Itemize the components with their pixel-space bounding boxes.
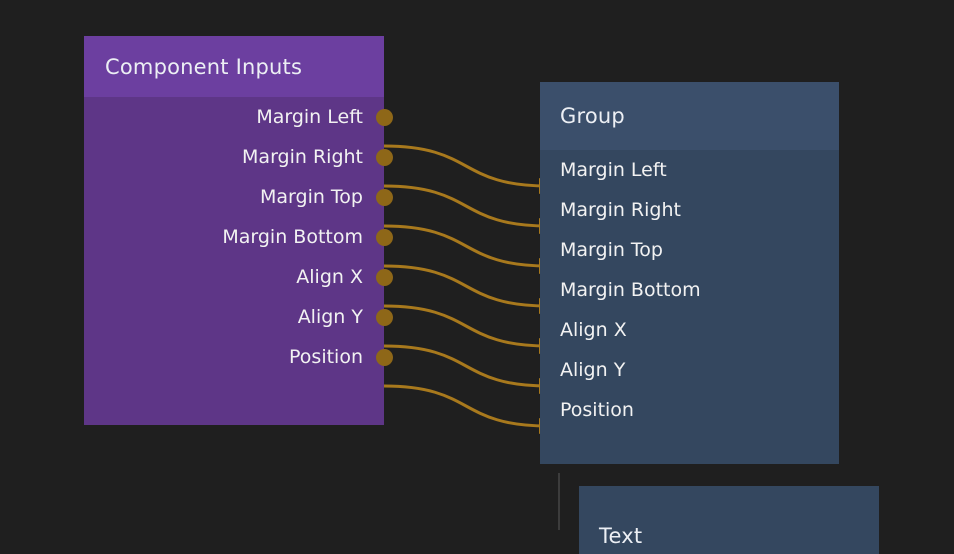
- input-port-label: Position: [560, 399, 634, 421]
- input-port-row[interactable]: Margin Right: [540, 190, 839, 230]
- output-port-row[interactable]: Align X: [84, 257, 393, 297]
- node-component-inputs-body: Margin Left Margin Right Margin Top Marg…: [84, 97, 393, 425]
- output-port-row[interactable]: Margin Right: [84, 137, 393, 177]
- node-group[interactable]: Group Margin Left Margin Right Margin To…: [540, 82, 839, 464]
- connection-edge[interactable]: [382, 344, 550, 388]
- node-component-inputs-title: Component Inputs: [105, 54, 303, 79]
- node-group-header[interactable]: Group: [540, 82, 839, 150]
- output-port-row[interactable]: Align Y: [84, 297, 393, 337]
- node-component-inputs-header[interactable]: Component Inputs: [84, 36, 384, 97]
- connection-edge[interactable]: [382, 264, 550, 308]
- input-port-row[interactable]: Margin Bottom: [540, 270, 839, 310]
- connection-edge[interactable]: [382, 304, 550, 348]
- output-port-row[interactable]: Margin Left: [84, 97, 393, 137]
- connection-edge[interactable]: [382, 384, 550, 428]
- input-port-label: Align X: [560, 319, 627, 341]
- node-group-body: Margin Left Margin Right Margin Top Marg…: [540, 150, 839, 464]
- input-port-label: Margin Top: [560, 239, 663, 261]
- input-port-row[interactable]: Align Y: [540, 350, 839, 390]
- output-port-label: Margin Left: [256, 106, 363, 128]
- output-port-label: Align Y: [297, 306, 363, 328]
- output-port-dot[interactable]: [376, 268, 393, 286]
- input-port-label: Align Y: [560, 359, 626, 381]
- output-port-dot[interactable]: [376, 348, 393, 366]
- input-port-label: Margin Left: [560, 159, 667, 181]
- connection-edge[interactable]: [382, 144, 550, 188]
- input-port-row[interactable]: Margin Top: [540, 230, 839, 270]
- input-port-label: Margin Right: [560, 199, 681, 221]
- input-port-row[interactable]: Position: [540, 390, 839, 430]
- node-text-title: Text: [599, 524, 643, 548]
- output-port-row[interactable]: Position: [84, 337, 393, 377]
- connection-edge[interactable]: [382, 224, 550, 268]
- input-port-label: Margin Bottom: [560, 279, 701, 301]
- output-port-label: Margin Right: [242, 146, 363, 168]
- output-port-dot[interactable]: [376, 308, 393, 326]
- output-port-label: Align X: [296, 266, 363, 288]
- output-port-label: Margin Bottom: [222, 226, 363, 248]
- output-port-label: Margin Top: [260, 186, 363, 208]
- output-port-dot[interactable]: [376, 148, 393, 166]
- output-port-row[interactable]: Margin Bottom: [84, 217, 393, 257]
- output-port-dot[interactable]: [376, 228, 393, 246]
- node-group-title: Group: [560, 104, 625, 128]
- output-port-label: Position: [289, 346, 363, 368]
- output-port-row[interactable]: Margin Top: [84, 177, 393, 217]
- output-port-dot[interactable]: [376, 188, 393, 206]
- connection-edge[interactable]: [382, 184, 550, 228]
- node-component-inputs[interactable]: Component Inputs Margin Left Margin Righ…: [84, 36, 393, 425]
- group-containment-guide-line: [558, 473, 560, 530]
- output-port-dot[interactable]: [376, 108, 393, 126]
- input-port-row[interactable]: Margin Left: [540, 150, 839, 190]
- input-port-row[interactable]: Align X: [540, 310, 839, 350]
- node-text-header[interactable]: Text: [579, 486, 879, 554]
- node-text[interactable]: Text: [579, 486, 879, 554]
